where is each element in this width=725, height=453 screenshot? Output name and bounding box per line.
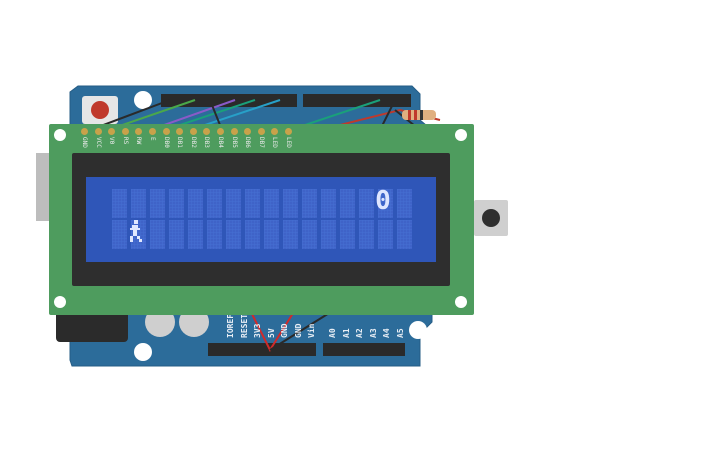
lcd-pin-label: DB3 [203,137,211,148]
lcd-pin-label: V0 [108,137,116,145]
lcd-pin[interactable] [244,128,252,135]
header-label: A1 [341,328,351,338]
potentiometer[interactable] [474,200,508,236]
lcd-pin-label: DB5 [230,137,238,148]
usb-connector [36,153,50,221]
lcd-pin-label: LED [285,137,292,148]
lcd-pin[interactable] [108,128,116,135]
header-label: 5V [266,328,276,338]
lcd-row1-text: 0 [375,186,391,216]
lcd-cell [112,220,127,249]
lcd-pin[interactable] [135,128,143,135]
header-label: 3V3 [253,323,262,338]
lcd-pin-label: LED [271,137,279,148]
lcd-screen: 0 [86,177,436,262]
lcd-pin-label: RS [121,137,129,145]
lcd-pin-label: DB4 [217,137,224,148]
lcd-pin[interactable] [203,128,211,135]
lcd-cell [359,220,374,249]
header-label: A3 [368,328,378,338]
header-label: A4 [382,328,391,338]
header-label: A2 [355,328,364,338]
lcd-cell [188,220,203,249]
lcd-cell [264,189,279,218]
lcd-cell [340,220,355,249]
lcd-cell [397,189,412,218]
lcd-cell [378,220,393,249]
lcd-pin-label: GND [81,137,88,148]
lcd-pin[interactable] [285,128,292,135]
header-label: GND [280,323,289,338]
lcd-cell [226,189,241,218]
lcd-module[interactable]: GND VCC V0 RS RW E DB0 DB1 DB2 DB3 DB4 DB5 DB6 DB7 LED… [49,124,474,315]
lcd-pin[interactable] [189,128,197,135]
lcd-cell [302,220,317,249]
lcd-cell [207,220,222,249]
header-label: A0 [328,328,337,338]
lcd-cell [283,189,298,218]
lcd-cell [321,189,336,218]
lcd-pin[interactable] [162,128,170,135]
header-label: IOREF [226,313,235,338]
lcd-pin-label: DB6 [244,137,252,148]
resistor [402,110,436,120]
lcd-cell [245,189,260,218]
lcd-pin-label: RW [135,137,143,145]
header-label: GND [293,323,303,338]
lcd-pin[interactable] [149,128,156,135]
lcd-cell [397,220,412,249]
lcd-cell [150,220,165,249]
lcd-cell [226,220,241,249]
lcd-pin-label: DB2 [189,137,197,148]
header-label: Vin [307,323,316,338]
lcd-pin[interactable] [176,128,184,135]
lcd-pin[interactable] [271,128,279,135]
lcd-cell [150,189,165,218]
lcd-cell [302,189,317,218]
lcd-pin-label: E [149,137,156,141]
lcd-cell [321,220,336,249]
lcd-pin-label: VCC [94,137,102,148]
lcd-bezel: 0 [72,153,450,286]
lcd-pin[interactable] [81,128,88,135]
lcd-cell [264,220,279,249]
lcd-pin[interactable] [121,128,129,135]
lcd-cell [169,220,184,249]
lcd-cell [131,189,146,218]
lcd-pin-label: DB1 [176,137,184,148]
header-label: RESET [239,313,249,338]
lcd-cell [188,189,203,218]
lcd-cell [283,220,298,249]
lcd-cell [378,189,393,218]
lcd-cell [359,189,374,218]
header-label: A5 [395,328,405,338]
lcd-cell [207,189,222,218]
potentiometer-knob[interactable] [482,209,500,227]
lcd-pin[interactable] [230,128,238,135]
lcd-pin-label: DB7 [257,137,265,148]
lcd-pin[interactable] [257,128,265,135]
running-man-icon [130,220,142,242]
lcd-pin[interactable] [217,128,224,135]
lcd-pin[interactable] [94,128,102,135]
lcd-cell [112,189,127,218]
lcd-cell [340,189,355,218]
lcd-pin-label: DB0 [162,137,170,148]
lcd-cell [169,189,184,218]
lcd-cell [245,220,260,249]
